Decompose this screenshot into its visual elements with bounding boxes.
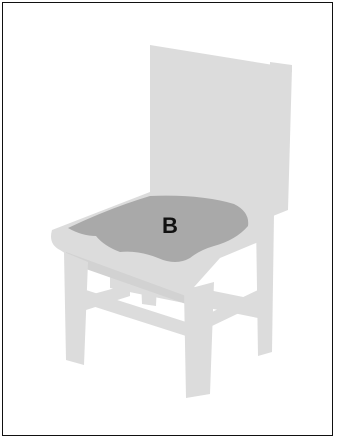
chair-leg-back-right bbox=[256, 214, 274, 356]
seat-pad bbox=[68, 195, 249, 262]
chair-backrest-notch bbox=[270, 62, 292, 72]
chair-apron-front bbox=[66, 252, 186, 304]
seat-pad-label: B bbox=[162, 213, 178, 238]
chair-stretcher-right bbox=[212, 290, 258, 326]
chair-stretcher-front bbox=[86, 290, 186, 336]
chair-backrest bbox=[150, 45, 292, 218]
chair-leg-front-right bbox=[184, 282, 214, 398]
chair-leg-front-left bbox=[64, 252, 88, 365]
